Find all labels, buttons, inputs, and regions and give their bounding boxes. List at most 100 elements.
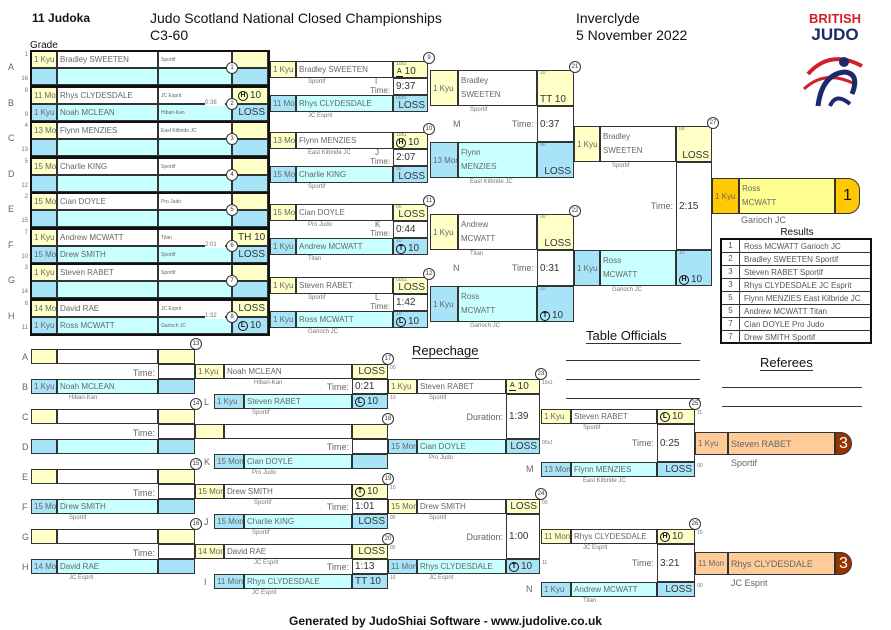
time-label: Duration: bbox=[466, 411, 503, 422]
competitor-club: Pro Judo bbox=[308, 222, 333, 228]
competitor-name-text: Charlie KING bbox=[299, 170, 347, 179]
competitor-name[interactable]: Cian DOYLE bbox=[417, 439, 506, 454]
circled-t-icon: T bbox=[509, 561, 519, 572]
competitor-name[interactable]: Steven RABET bbox=[244, 394, 352, 409]
row-letter: F bbox=[8, 240, 14, 250]
competitor-name[interactable] bbox=[57, 139, 158, 156]
competitor-name[interactable]: Drew SMITH bbox=[57, 246, 158, 263]
grade-cell bbox=[31, 469, 57, 484]
winner-grade: 1 Kyu bbox=[712, 178, 739, 214]
grade-cell: 1 Kyu bbox=[541, 582, 571, 597]
competitor-name[interactable] bbox=[224, 424, 352, 439]
time-label: Time: bbox=[370, 301, 390, 311]
competitor-name[interactable]: Ross MCWATT bbox=[57, 317, 158, 334]
match-number-badge: 14 bbox=[190, 398, 202, 410]
competitor-name[interactable] bbox=[57, 281, 158, 298]
competitor-name[interactable]: Steven RABET bbox=[417, 379, 506, 394]
competitor-name[interactable]: Drew SMITH bbox=[417, 499, 506, 514]
competitor-name[interactable]: Steven RABET bbox=[296, 277, 393, 294]
competitor-name[interactable]: Flynn MENZIES bbox=[296, 132, 393, 149]
competitor-name[interactable]: Noah MCLEAN bbox=[224, 364, 352, 379]
score-value: 10 bbox=[404, 66, 416, 77]
result-place: 3 bbox=[722, 279, 740, 291]
competitor-name[interactable]: David RAE bbox=[224, 544, 352, 559]
competitor-name[interactable]: Flynn MENZIES bbox=[571, 462, 657, 477]
competitor-name[interactable] bbox=[57, 210, 158, 227]
match-label: L bbox=[375, 293, 380, 302]
competitor-name-text: Steven RABET bbox=[574, 412, 628, 421]
score-value: 10 bbox=[250, 319, 262, 331]
competitor-name[interactable]: Ross MCWATT bbox=[458, 286, 537, 322]
venue: Inverclyde bbox=[576, 10, 640, 26]
competitor-name[interactable]: Drew SMITH bbox=[224, 484, 352, 499]
match-number-badge: 25 bbox=[689, 398, 701, 410]
competitor-name-text: Andrew MCWATT bbox=[299, 242, 363, 251]
time-cell bbox=[158, 424, 195, 439]
penalty-code: 10 bbox=[679, 250, 685, 256]
competitor-name[interactable]: Flynn MENZIES bbox=[458, 142, 537, 178]
competitor-club: Titan bbox=[583, 598, 597, 604]
competitor-name[interactable]: Drew SMITH bbox=[57, 499, 158, 514]
competitor-name-text: Cian DOYLE bbox=[247, 457, 293, 466]
competitor-name[interactable] bbox=[57, 529, 158, 544]
penalty-code: 00 bbox=[542, 500, 548, 506]
competitor-name[interactable]: Rhys CLYDESDALE bbox=[417, 559, 506, 574]
competitor-name[interactable]: Andrew MCWATT bbox=[296, 238, 393, 255]
match-number-badge: 27 bbox=[707, 117, 719, 129]
result-text: Cian DOYLE Pro Judo bbox=[744, 319, 825, 329]
competitor-name[interactable]: Steven RABET bbox=[571, 409, 657, 424]
competitor-name[interactable]: Andrew MCWATT bbox=[571, 582, 657, 597]
bronze-club: Sportif bbox=[731, 458, 758, 468]
score-cell: LOSS bbox=[657, 462, 695, 477]
row-letter: C bbox=[22, 412, 29, 422]
row-letter: H bbox=[8, 311, 15, 321]
time-label: Time: bbox=[631, 558, 654, 568]
competitor-name[interactable]: Ross MCWATT bbox=[296, 311, 393, 328]
competitor-name[interactable]: Bradley SWEETEN bbox=[458, 70, 537, 106]
score-value: 10 bbox=[552, 310, 564, 321]
competitor-name[interactable] bbox=[57, 349, 158, 364]
competitor-name[interactable]: Bradley SWEETEN bbox=[600, 126, 676, 162]
competitor-name[interactable] bbox=[57, 409, 158, 424]
competitor-club: East Kilbride JC bbox=[583, 478, 626, 484]
competitor-name[interactable]: Rhys CLYDESDALE bbox=[296, 95, 393, 112]
competitor-name[interactable]: Ross MCWATT bbox=[600, 250, 676, 286]
competitor-name[interactable]: Rhys CLYDESDALE bbox=[571, 529, 657, 544]
score-cell: LOSS bbox=[657, 582, 695, 597]
circled-l-icon: L bbox=[238, 320, 248, 331]
competitor-name[interactable] bbox=[57, 175, 158, 192]
competitor-name[interactable]: Charlie KING bbox=[296, 166, 393, 183]
competitor-name[interactable]: Cian DOYLE bbox=[296, 204, 393, 221]
result-text: Bradley SWEETEN Sportif bbox=[744, 254, 839, 264]
competitor-name[interactable]: Bradley SWEETEN bbox=[296, 61, 393, 78]
grade-cell: 1 Kyu bbox=[574, 250, 600, 286]
competitor-name[interactable]: David RAE bbox=[57, 559, 158, 574]
competitor-name[interactable]: Noah MCLEAN bbox=[57, 104, 158, 121]
grade-cell: 1 Kyu bbox=[574, 126, 600, 162]
competitor-name[interactable]: Rhys CLYDESDALE bbox=[244, 574, 352, 589]
official-signature-line bbox=[566, 360, 700, 361]
competitor-name[interactable]: Noah MCLEAN bbox=[57, 379, 158, 394]
score-cell: LOSS bbox=[232, 246, 268, 263]
competitor-name[interactable]: Andrew MCWATT bbox=[458, 214, 537, 250]
match-time: 1:32 bbox=[205, 313, 225, 319]
repechage-title: Repechage bbox=[412, 343, 479, 359]
competitor-name-text: Steven RABET bbox=[247, 397, 301, 406]
competitor-name[interactable] bbox=[57, 469, 158, 484]
competitor-club: East Kilbride JC bbox=[470, 179, 513, 185]
seed-number: 5 bbox=[24, 159, 28, 165]
seed-number: 16 bbox=[21, 76, 28, 82]
circled-t-icon: T bbox=[396, 244, 406, 254]
competitor-name[interactable] bbox=[57, 439, 158, 454]
score-cell: LOSS bbox=[506, 499, 540, 514]
result-text: Ross MCWATT Garioch JC bbox=[744, 241, 841, 251]
competitor-name-text: Noah MCLEAN bbox=[227, 367, 282, 376]
grade-cell: 15 Mon bbox=[388, 499, 417, 514]
competitor-club: JC Esprit bbox=[254, 560, 279, 566]
competitor-name[interactable] bbox=[57, 68, 158, 85]
competitor-name[interactable]: Charlie KING bbox=[244, 514, 352, 529]
competitor-name[interactable]: Cian DOYLE bbox=[244, 454, 352, 469]
time-label: Time: bbox=[370, 228, 390, 238]
